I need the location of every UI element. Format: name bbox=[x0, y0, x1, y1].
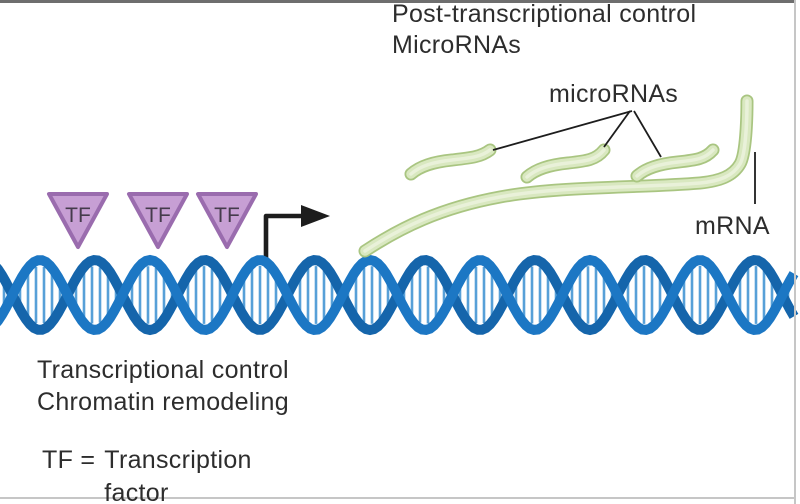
dna-strand-back bbox=[0, 255, 799, 336]
tf-triangle-1-shape bbox=[47, 192, 109, 249]
mrna-label: mRNA bbox=[695, 212, 770, 240]
tf-legend-definition: Transcription factor bbox=[104, 446, 252, 504]
microrna-2 bbox=[527, 150, 604, 177]
mrna-highlight bbox=[363, 99, 749, 253]
dna-strand-front bbox=[0, 254, 799, 335]
title-line-2: MicroRNAs bbox=[392, 31, 522, 59]
tf-triangle-2: TF bbox=[127, 192, 189, 249]
pointer-line-2 bbox=[603, 110, 631, 148]
tf-triangle-2-shape bbox=[127, 192, 189, 249]
tf-label: TF bbox=[214, 204, 240, 227]
transcriptional-control-caption: Transcriptional control Chromatin remode… bbox=[37, 354, 289, 418]
top-border bbox=[0, 0, 794, 3]
tf-triangle-3-shape bbox=[196, 192, 258, 249]
transcription-start-arrow bbox=[263, 205, 330, 258]
pointer-line-1 bbox=[492, 110, 633, 151]
caption-line-2: Chromatin remodeling bbox=[37, 388, 289, 416]
microrna-1 bbox=[411, 150, 490, 174]
pointer-line-3 bbox=[633, 110, 662, 158]
title-line-1: Post-transcriptional control bbox=[392, 0, 697, 28]
tf-label: TF bbox=[145, 204, 171, 227]
mrna-outline bbox=[365, 101, 747, 251]
arrow-head bbox=[301, 205, 330, 227]
microrna-pointer-lines bbox=[492, 110, 662, 158]
right-border bbox=[794, 0, 796, 504]
caption-line-1: Transcriptional control bbox=[37, 356, 289, 384]
tf-label: TF bbox=[65, 204, 91, 227]
tf-triangle-3: TF bbox=[196, 192, 258, 249]
tf-triangle-1: TF bbox=[47, 192, 109, 249]
figure-title: Post-transcriptional control MicroRNAs bbox=[392, 0, 696, 61]
arrow-shaft bbox=[263, 213, 303, 258]
microrna-3 bbox=[637, 150, 713, 176]
tf-legend-abbreviation: TF = bbox=[42, 446, 96, 474]
tf-legend: TF = Transcription factor bbox=[42, 444, 252, 504]
micrornas-label: microRNAs bbox=[549, 80, 679, 108]
dna-base-pair-rungs bbox=[2, 266, 790, 324]
dna-helix bbox=[0, 254, 799, 336]
mrna-body bbox=[365, 101, 747, 251]
bottom-border bbox=[0, 497, 794, 499]
mrna-strand bbox=[365, 101, 747, 251]
